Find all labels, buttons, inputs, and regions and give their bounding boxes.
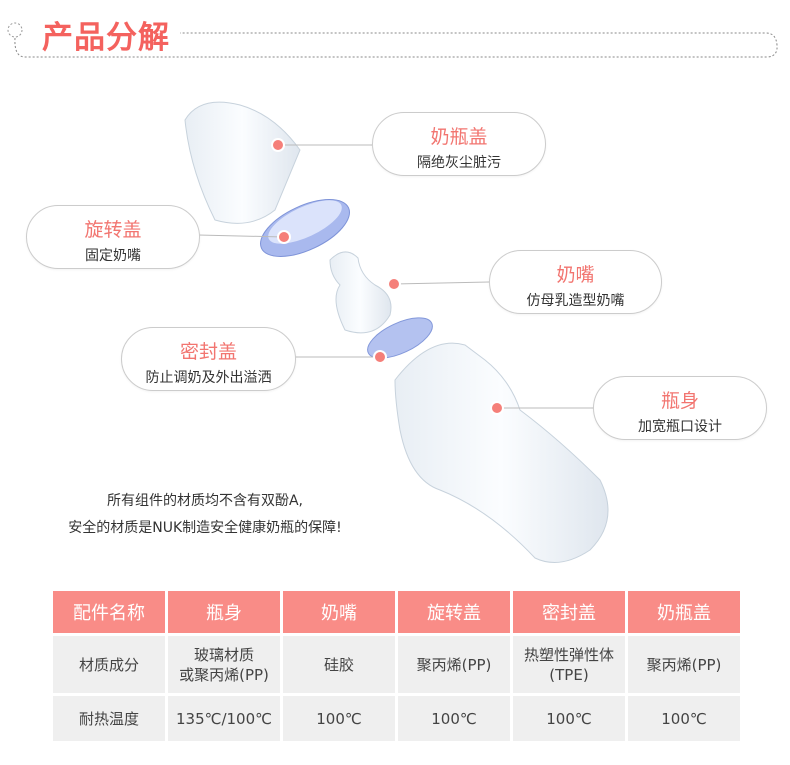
table-cell: 硅胶 bbox=[283, 636, 395, 693]
callout-screw-ring: 旋转盖固定奶嘴 bbox=[26, 205, 200, 269]
callout-sealing-disc: 密封盖防止调奶及外出溢洒 bbox=[121, 327, 296, 391]
table-cell: 玻璃材质 或聚丙烯(PP) bbox=[168, 636, 280, 693]
marker-dot bbox=[277, 230, 291, 244]
table-cell: 100℃ bbox=[283, 696, 395, 741]
table-cell: 135℃/100℃ bbox=[168, 696, 280, 741]
note-line: 安全的材质是NUK制造安全健康奶瓶的保障! bbox=[68, 520, 342, 536]
callout-heading: 瓶身 bbox=[660, 390, 699, 412]
table-cell: 材质成分 bbox=[53, 636, 165, 693]
callout-bottle-cap: 奶瓶盖隔绝灰尘脏污 bbox=[372, 112, 546, 176]
table-cell: 100℃ bbox=[398, 696, 510, 741]
callout-desc: 仿母乳造型奶嘴 bbox=[526, 293, 625, 309]
callout-desc: 隔绝灰尘脏污 bbox=[417, 155, 501, 171]
table-header-row: 配件名称 瓶身 奶嘴 旋转盖 密封盖 奶瓶盖 bbox=[53, 591, 740, 633]
header-cell: 奶嘴 bbox=[283, 591, 395, 633]
bottle-cap bbox=[184, 101, 301, 224]
parts-spec-table: 配件名称 瓶身 奶嘴 旋转盖 密封盖 奶瓶盖 材质成分 玻璃材质 或聚丙烯(PP… bbox=[50, 588, 743, 744]
table-cell: 热塑性弹性体 (TPE) bbox=[513, 636, 625, 693]
product-exploded-illustration bbox=[184, 101, 609, 563]
callout-bottle-body: 瓶身加宽瓶口设计 bbox=[593, 376, 767, 440]
header-cell: 密封盖 bbox=[513, 591, 625, 633]
header-cell: 奶瓶盖 bbox=[628, 591, 740, 633]
table-row: 耐热温度 135℃/100℃ 100℃ 100℃ 100℃ 100℃ bbox=[53, 696, 740, 741]
header-cell: 旋转盖 bbox=[398, 591, 510, 633]
header-cell: 瓶身 bbox=[168, 591, 280, 633]
callout-heading: 密封盖 bbox=[179, 341, 237, 363]
marker-dot bbox=[271, 138, 285, 152]
callout-heading: 旋转盖 bbox=[84, 219, 142, 241]
note-line: 所有组件的材质均不含有双酚A, bbox=[106, 493, 304, 509]
table-cell: 耐热温度 bbox=[53, 696, 165, 741]
material-note: 所有组件的材质均不含有双酚A, 安全的材质是NUK制造安全健康奶瓶的保障! bbox=[40, 488, 370, 542]
table-cell: 100℃ bbox=[513, 696, 625, 741]
callout-desc: 加宽瓶口设计 bbox=[638, 419, 722, 435]
marker-dot bbox=[373, 350, 387, 364]
callout-heading: 奶瓶盖 bbox=[430, 126, 488, 148]
sealing-disc bbox=[367, 317, 433, 359]
marker-dot bbox=[387, 277, 401, 291]
header-cell: 配件名称 bbox=[53, 591, 165, 633]
callout-nipple: 奶嘴仿母乳造型奶嘴 bbox=[489, 250, 662, 314]
table-cell: 聚丙烯(PP) bbox=[398, 636, 510, 693]
marker-dot bbox=[490, 401, 504, 415]
callout-desc: 固定奶嘴 bbox=[85, 248, 141, 264]
title-frame bbox=[7, 22, 778, 58]
nipple bbox=[329, 251, 392, 334]
callout-desc: 防止调奶及外出溢洒 bbox=[145, 370, 272, 386]
table-cell: 聚丙烯(PP) bbox=[628, 636, 740, 693]
page-title: 产品分解 bbox=[42, 20, 170, 56]
bottle-body bbox=[394, 342, 609, 563]
callout-heading: 奶嘴 bbox=[556, 264, 595, 286]
table-row: 材质成分 玻璃材质 或聚丙烯(PP) 硅胶 聚丙烯(PP) 热塑性弹性体 (TP… bbox=[53, 636, 740, 693]
table-cell: 100℃ bbox=[628, 696, 740, 741]
